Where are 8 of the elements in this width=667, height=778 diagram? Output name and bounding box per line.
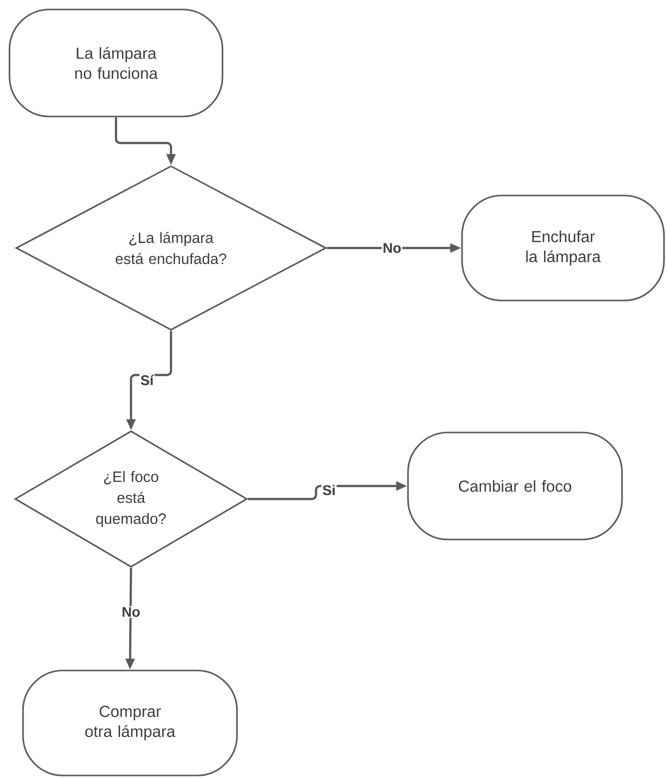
edge-label: No xyxy=(120,606,142,618)
edge-label: Si xyxy=(321,484,337,496)
terminal-box: La lámpara no funciona xyxy=(8,8,224,118)
terminal-box: Enchufar la lámpara xyxy=(461,194,665,302)
terminal-box: Cambiar el foco xyxy=(407,432,623,540)
edge-label: No xyxy=(382,242,402,254)
terminal-box: Comprar otra lámpara xyxy=(22,670,238,776)
edge-label: Sí xyxy=(139,374,155,386)
